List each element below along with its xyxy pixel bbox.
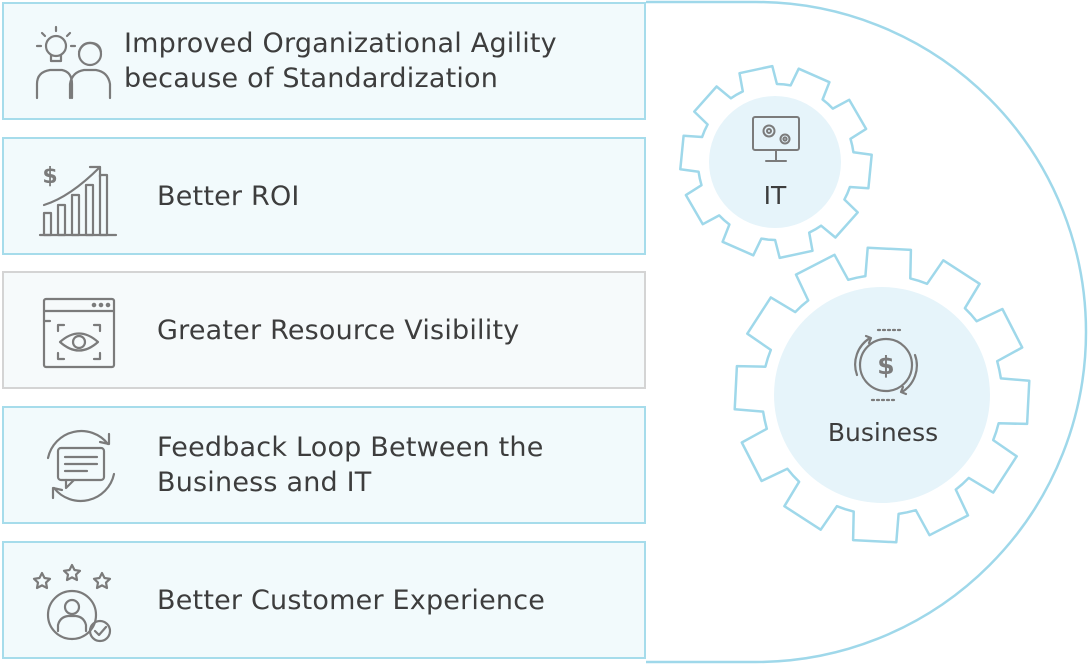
dollar-growth-chart-icon: $ xyxy=(38,161,130,237)
benefit-label: Feedback Loop Between the Business and I… xyxy=(157,432,544,498)
idea-team-icon xyxy=(32,22,122,100)
monitor-gears-icon xyxy=(752,116,800,162)
rated-customer-icon xyxy=(30,563,120,643)
gear-it xyxy=(679,64,873,260)
gear-business-label: Business xyxy=(827,418,939,447)
feedback-chat-loop-icon xyxy=(42,428,132,504)
benefit-label: Better ROI xyxy=(157,180,300,212)
benefit-label: Better Customer Experience xyxy=(157,584,546,616)
gear-it-label: IT xyxy=(763,181,787,210)
benefit-card-feedback: Feedback Loop Between the Business and I… xyxy=(2,406,646,524)
benefit-card-customer: Better Customer Experience xyxy=(2,541,646,659)
benefit-label: Greater Resource Visibility xyxy=(157,314,520,346)
benefit-card-roi: $ Better ROI xyxy=(2,137,646,255)
benefit-card-visibility: Greater Resource Visibility xyxy=(2,271,646,389)
dollar-cycle-icon: $ xyxy=(854,328,918,402)
svg-text:$: $ xyxy=(42,164,57,189)
benefit-card-agility: Improved Organizational Agility because … xyxy=(2,2,646,120)
gear-business-hub xyxy=(774,287,990,503)
gear-business xyxy=(733,246,1031,544)
browser-eye-icon xyxy=(42,297,132,373)
benefit-label: Improved Organizational Agility because … xyxy=(124,28,557,94)
semicircle-outline xyxy=(646,0,1088,664)
svg-text:$: $ xyxy=(877,351,894,380)
